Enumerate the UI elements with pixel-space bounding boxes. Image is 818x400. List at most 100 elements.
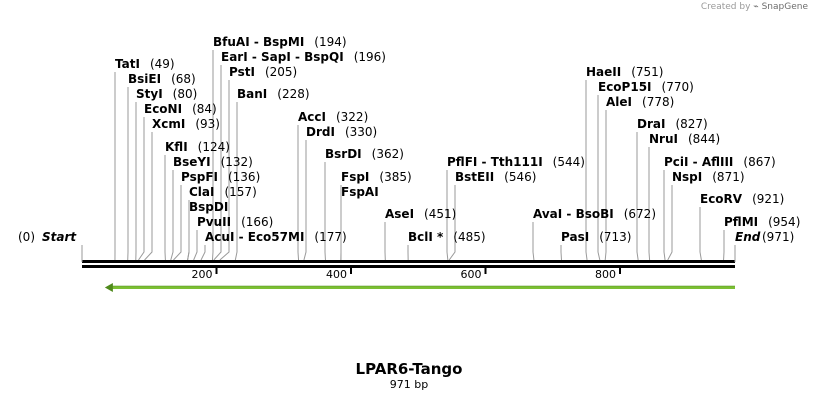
site-position-haeii: (751) [631, 65, 663, 79]
site-label-fspi: FspI(385) [341, 170, 412, 184]
site-position-kfli: (124) [198, 140, 230, 154]
site-name-alei: AleI [606, 95, 632, 109]
site-label-bsteii: BstEII (546) [455, 170, 536, 184]
site-label-ecop15i: EcoP15I(770) [598, 80, 694, 94]
site-name-bseyi: BseYI [173, 155, 211, 169]
site-name-nspi: NspI [672, 170, 702, 184]
site-name-bani: BanI [237, 87, 267, 101]
site-name-bsrdi: BsrDI [325, 147, 362, 161]
site-connector-drai [636, 132, 639, 261]
site-position-eari-sapi-bspqi: (196) [354, 50, 386, 64]
site-position-drdi: (330) [345, 125, 377, 139]
site-label-bsrdi: BsrDI (362) [325, 147, 404, 161]
site-position-tati: (49) [150, 57, 175, 71]
site-connector-avai-bsobi [532, 222, 535, 261]
site-connector-nrui [648, 147, 651, 261]
credit-text: Created by [700, 2, 751, 12]
site-connector-acci [297, 125, 300, 261]
site-label-eari-sapi-bspqi: EarI - SapI - BspQI (196) [221, 50, 386, 64]
site-position-pspfi: (136) [228, 170, 260, 184]
map-title: LPAR6-Tango [355, 360, 463, 378]
site-name-nrui: NruI [649, 132, 678, 146]
site-position-xcmi: (93) [195, 117, 220, 131]
end-position: (971) [762, 230, 794, 244]
site-name-acci: AccI [298, 110, 326, 124]
site-label-nspi: NspI (871) [672, 170, 745, 184]
snapgene-logo-icon: ⌁ [753, 2, 759, 12]
site-name-bsiei: BsiEI [128, 72, 161, 86]
feature-track [104, 283, 735, 292]
site-labels: TatI(49)BsiEI (68) StyI (80)EcoNI(84)XcmI (9… [115, 35, 800, 244]
site-name-psti: PstI [229, 65, 255, 79]
site-label-bani: BanI (228) [237, 87, 310, 101]
site-name-fspai: FspAI [341, 185, 379, 199]
site-position-styi: (80) [173, 87, 198, 101]
site-connector-ecop15i [597, 95, 601, 261]
site-name-asei: AseI [385, 207, 414, 221]
site-label-bcli: BclI *(485) [408, 230, 486, 244]
site-name-drai: DraI [637, 117, 665, 131]
site-name-acui-eco57mi: AcuI - Eco57MI [205, 230, 304, 244]
start-label: Start [42, 230, 77, 244]
site-label-pasi: PasI(713) [561, 230, 631, 244]
site-label-avai-bsobi: AvaI - BsoBI(672) [533, 207, 656, 221]
site-label-pcii-afliii: PciI - AflIII(867) [664, 155, 776, 169]
site-label-pspfi: PspFI(136) [181, 170, 260, 184]
site-position-nspi: (871) [712, 170, 744, 184]
site-connector-nspi [667, 185, 673, 261]
site-name-xcmi: XcmI [152, 117, 185, 131]
site-connector-pvuii [193, 230, 198, 261]
site-position-bsrdi: (362) [372, 147, 404, 161]
site-label-bfuai-bspmi: BfuAI - BspMI (194) [213, 35, 347, 49]
site-connector-drdi [303, 140, 307, 261]
site-name-econi: EcoNI [144, 102, 182, 116]
feature-arrow-head-icon [104, 283, 113, 292]
site-position-acci: (322) [336, 110, 368, 124]
site-name-bspdi: BspDI [189, 200, 228, 214]
site-position-bani: (228) [277, 87, 309, 101]
site-position-pcii-afliii: (867) [743, 155, 775, 169]
site-label-alei: AleI(778) [606, 95, 674, 109]
site-name-haeii: HaeII [586, 65, 621, 79]
site-label-drai: DraI (827) [637, 117, 708, 131]
site-label-bsiei: BsiEI (68) [128, 72, 196, 86]
site-position-bsteii: (546) [504, 170, 536, 184]
site-position-nrui: (844) [688, 132, 720, 146]
site-label-acui-eco57mi: AcuI - Eco57MI(177) [205, 230, 347, 244]
site-label-nrui: NruI (844) [649, 132, 720, 146]
site-position-drai: (827) [675, 117, 707, 131]
site-label-bspdi: BspDI [189, 200, 228, 214]
site-name-bsteii: BstEII [455, 170, 494, 184]
site-position-pflfi-tth111i: (544) [553, 155, 585, 169]
site-position-bfuai-bspmi: (194) [314, 35, 346, 49]
site-connector-bseyi [170, 170, 174, 261]
site-connector-bfuai-bspmi [211, 50, 214, 261]
site-position-asei: (451) [424, 207, 456, 221]
dna-backbone [82, 260, 735, 268]
site-connector-bsteii [448, 185, 456, 261]
site-name-styi: StyI [136, 87, 163, 101]
site-label-acci: AccI (322) [298, 110, 368, 124]
site-connector-pspfi [173, 185, 182, 261]
site-connector-eari-sapi-bspqi [213, 65, 222, 261]
site-position-ecorv: (921) [752, 192, 784, 206]
site-name-eari-sapi-bspqi: EarI - SapI - BspQI [221, 50, 344, 64]
map-length: 971 bp [389, 378, 429, 391]
site-connector-alei [604, 110, 607, 261]
strand-top [82, 260, 735, 263]
site-position-pflmi: (954) [768, 215, 800, 229]
site-name-bfuai-bspmi: BfuAI - BspMI [213, 35, 304, 49]
tick-label-200: 200 [192, 268, 213, 281]
site-name-clai: ClaI [189, 185, 214, 199]
site-label-tati: TatI(49) [115, 57, 175, 71]
site-label-econi: EcoNI(84) [144, 102, 217, 116]
site-connector-xcmi [144, 132, 153, 261]
site-label-fspai: FspAI [341, 185, 379, 199]
site-name-ecop15i: EcoP15I [598, 80, 652, 94]
site-position-bsiei: (68) [171, 72, 196, 86]
site-label-psti: PstI(205) [229, 65, 297, 79]
site-label-ecorv: EcoRV(921) [700, 192, 784, 206]
site-connector-acui-eco57mi [200, 245, 206, 261]
